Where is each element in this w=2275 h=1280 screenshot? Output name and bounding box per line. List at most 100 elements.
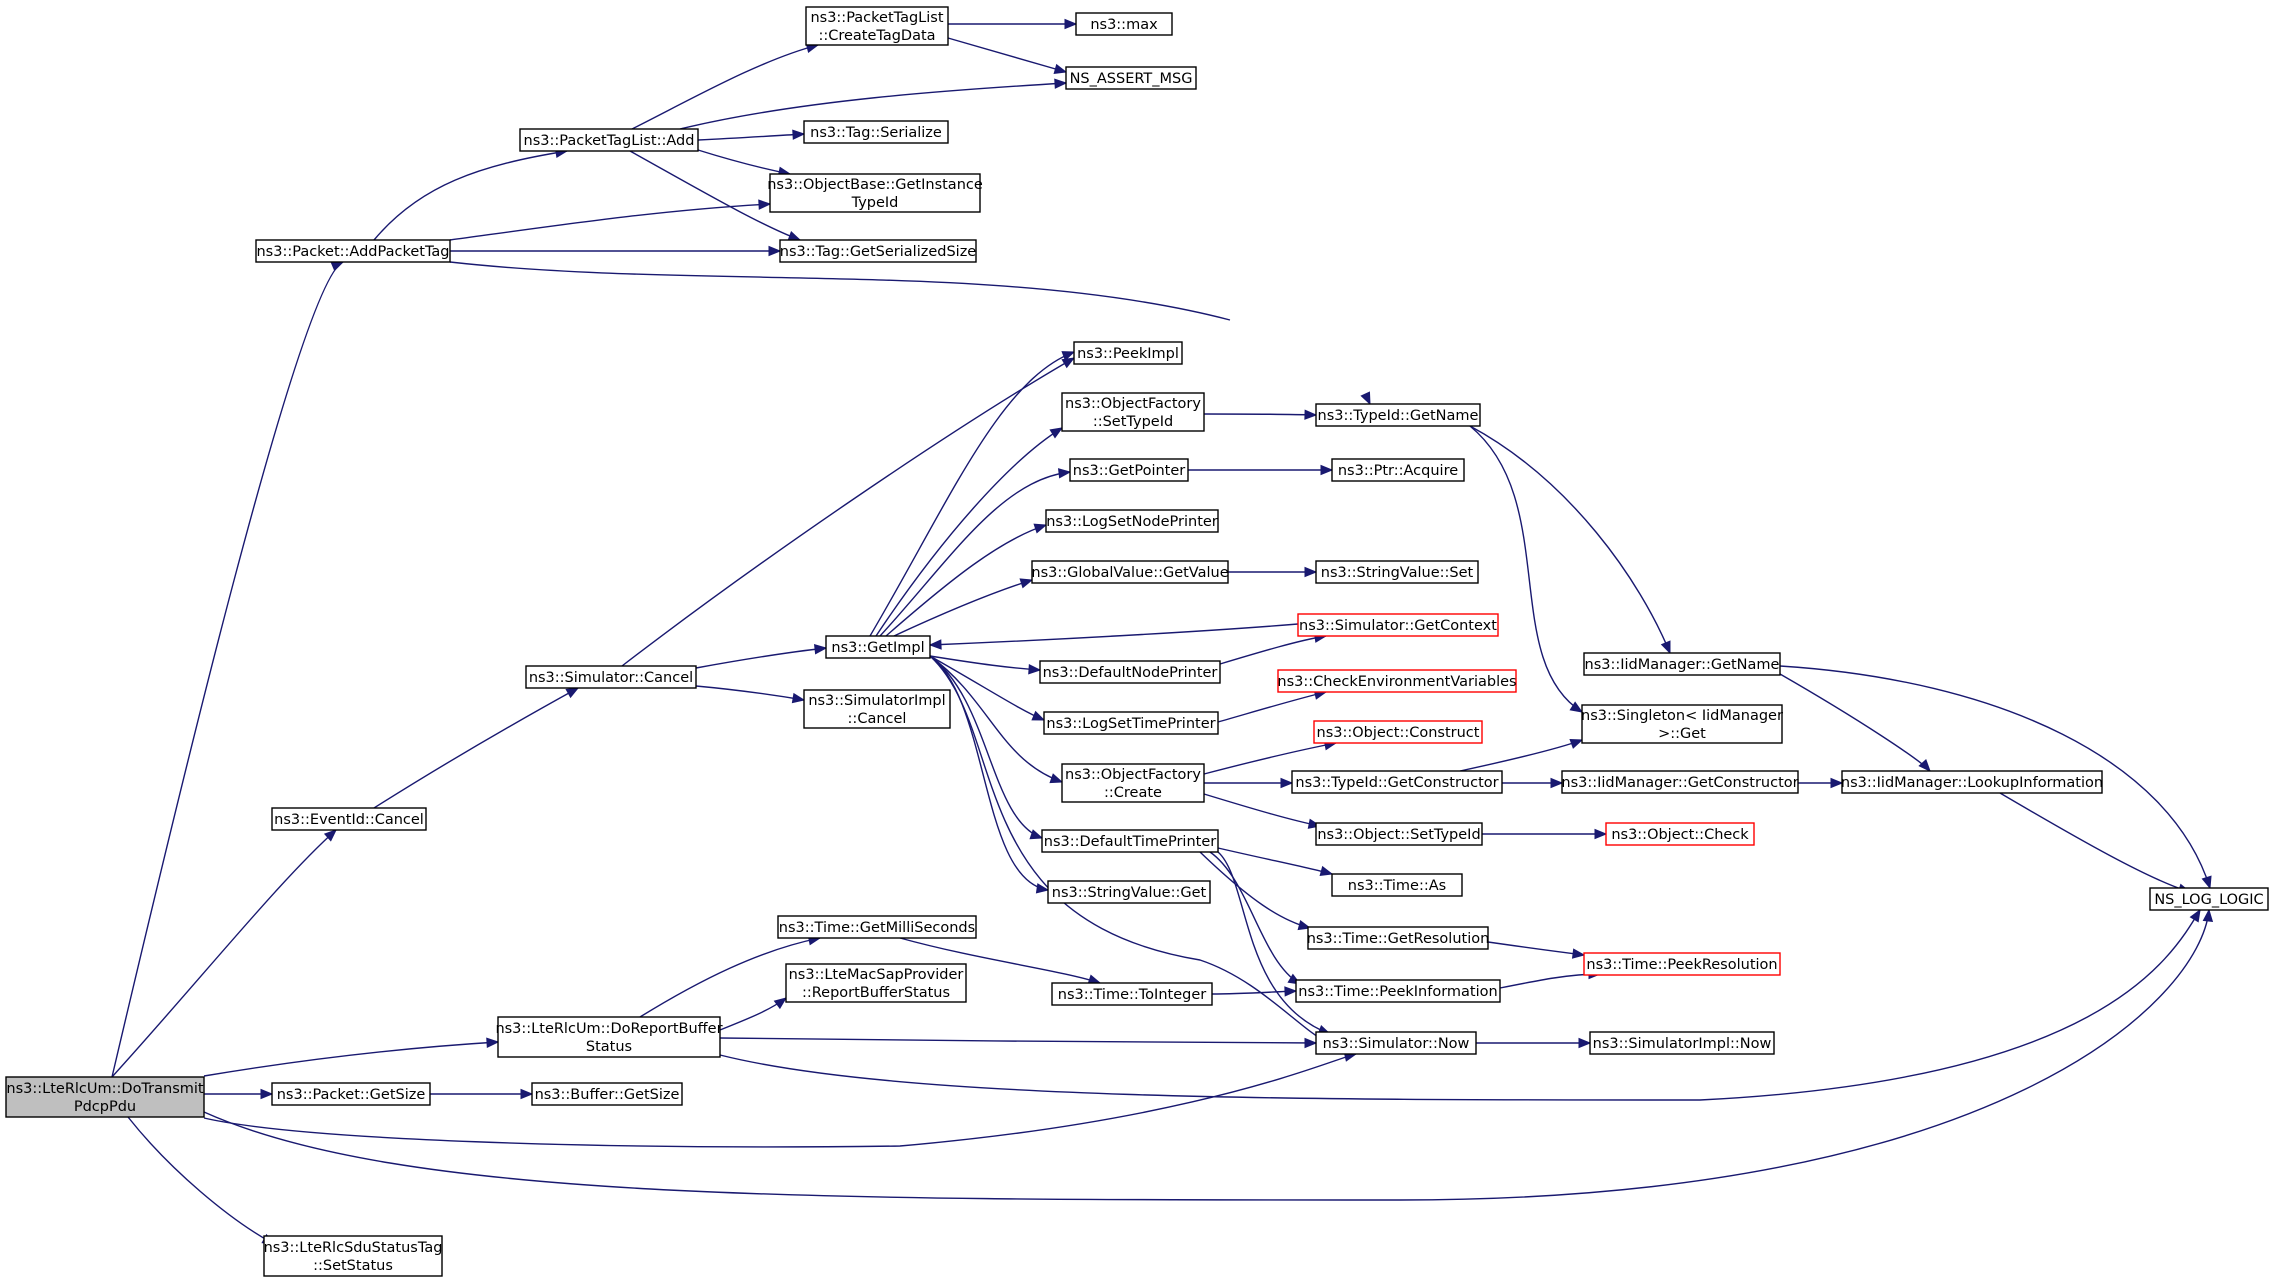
edge-line [449, 203, 771, 241]
arrowhead [1035, 883, 1050, 894]
edge-iidManagerGetName-to-nsLogLogic [1779, 665, 2212, 890]
edge-line [679, 82, 1067, 130]
node-box [803, 120, 949, 144]
node-getMilliSeconds[interactable]: ns3::Time::GetMilliSeconds [777, 915, 977, 939]
node-box [1841, 770, 2103, 794]
node-label: ns3::IidManager::GetName [1585, 657, 1780, 673]
node-getPointer[interactable]: ns3::GetPointer [1069, 458, 1189, 482]
node-packetGetSize[interactable]: ns3::Packet::GetSize [271, 1082, 431, 1106]
node-simulatorCancel[interactable]: ns3::Simulator::Cancel [525, 665, 697, 689]
node-checkEnvironmentVariables[interactable]: ns3::CheckEnvironmentVariables [1277, 669, 1517, 693]
edge-line [203, 1041, 499, 1077]
node-nsLogLogic[interactable]: NS_LOG_LOGIC [2149, 887, 2269, 911]
edge-line [127, 1116, 275, 1245]
edge-packetTagListAdd-to-createTagData [631, 42, 820, 130]
node-logSetTimePrinter[interactable]: ns3::LogSetTimePrinter [1043, 711, 1219, 735]
node-createTagData[interactable]: ns3::PacketTagList::CreateTagData [805, 6, 949, 46]
node-simulatorGetContext[interactable]: ns3::Simulator::GetContext [1297, 613, 1499, 637]
node-label: ns3::Time::GetResolution [1307, 931, 1490, 947]
node-timePeekResolution[interactable]: ns3::Time::PeekResolution [1583, 952, 1781, 976]
edge-line [695, 685, 805, 701]
node-iidManagerGetConstructor[interactable]: ns3::IidManager::GetConstructor [1561, 770, 1799, 794]
node-objectConstruct[interactable]: ns3::Object::Construct [1313, 720, 1483, 744]
edge-iidManagerGetConstructor-to-lookupInformation [1797, 777, 1844, 789]
node-typeIdGetName[interactable]: ns3::TypeId::GetName [1315, 403, 1481, 427]
node-box [525, 665, 697, 689]
node-tagSerialize[interactable]: ns3::Tag::Serialize [803, 120, 949, 144]
node-bufferGetSize[interactable]: ns3::Buffer::GetSize [531, 1082, 683, 1106]
arrowhead [1550, 777, 1564, 789]
node-globalValueGetValue[interactable]: ns3::GlobalValue::GetValue [1031, 560, 1229, 584]
node-objectFactoryCreate[interactable]: ns3::ObjectFactory::Create [1061, 763, 1205, 803]
node-box [519, 128, 699, 152]
node-timeToInteger[interactable]: ns3::Time::ToInteger [1051, 982, 1213, 1006]
edge-line [947, 37, 1067, 73]
node-simulatorNow[interactable]: ns3::Simulator::Now [1315, 1031, 1477, 1055]
node-reportBufferStatus[interactable]: ns3::LteMacSapProvider::ReportBufferStat… [785, 963, 967, 1003]
arrowhead [1297, 919, 1312, 931]
node-logSetNodePrinter[interactable]: ns3::LogSetNodePrinter [1045, 509, 1219, 533]
node-ptrAcquire[interactable]: ns3::Ptr::Acquire [1331, 458, 1465, 482]
edge-line [879, 471, 1071, 637]
node-stringValueSet[interactable]: ns3::StringValue::Set [1315, 560, 1479, 584]
node-simulatorImplCancel[interactable]: ns3::SimulatorImpl::Cancel [803, 689, 951, 729]
node-defaultTimePrinter[interactable]: ns3::DefaultTimePrinter [1041, 829, 1219, 853]
node-label: ns3::Buffer::GetSize [535, 1087, 680, 1103]
node-tagGetSerializedSize[interactable]: ns3::Tag::GetSerializedSize [779, 239, 977, 263]
node-addPacketTag[interactable]: ns3::Packet::AddPacketTag [255, 239, 451, 263]
edge-addPacketTag-to-packetTagListAdd [373, 147, 569, 241]
node-label: ns3::LteRlcSduStatusTag [264, 1240, 443, 1256]
edge-getImpl-to-logSetNodePrinter [885, 523, 1048, 637]
arrowhead [1578, 1037, 1592, 1049]
arrowhead [2189, 908, 2201, 923]
node-max[interactable]: ns3::max [1075, 12, 1173, 36]
node-label: NS_ASSERT_MSG [1070, 71, 1193, 87]
node-timeGetResolution[interactable]: ns3::Time::GetResolution [1307, 926, 1490, 950]
node-box [1073, 341, 1183, 365]
edge-getImpl-to-defaultTimePrinter [929, 655, 1044, 840]
node-lookupInformation[interactable]: ns3::IidManager::LookupInformation [1841, 770, 2103, 794]
arrowhead [1660, 640, 1671, 655]
node-label: TypeId [851, 195, 899, 211]
node-label: ns3::Ptr::Acquire [1338, 463, 1458, 479]
arrowhead [813, 644, 828, 655]
node-objectSetTypeId[interactable]: ns3::Object::SetTypeId [1315, 822, 1483, 846]
edge-createTagData-to-max [948, 18, 1078, 30]
node-label: ::ReportBufferStatus [802, 985, 950, 1001]
node-label: ns3::GetPointer [1073, 463, 1186, 479]
node-packetTagListAdd[interactable]: ns3::PacketTagList::Add [519, 128, 699, 152]
node-timeAs[interactable]: ns3::Time::As [1331, 873, 1463, 897]
edge-defaultTimePrinter-to-timeAs [1217, 847, 1334, 877]
node-iidManagerGetName[interactable]: ns3::IidManager::GetName [1583, 652, 1781, 676]
node-setStatus[interactable]: ns3::LteRlcSduStatusTag::SetStatus [263, 1235, 443, 1277]
node-objectFactorySetTypeId[interactable]: ns3::ObjectFactory::SetTypeId [1061, 392, 1205, 432]
node-peekImpl[interactable]: ns3::PeekImpl [1073, 341, 1183, 365]
node-box [825, 635, 931, 659]
node-singletonGet[interactable]: ns3::Singleton< IidManager >::Get [1581, 704, 1783, 744]
node-box [1297, 613, 1499, 637]
node-label: ns3::Packet::AddPacketTag [256, 244, 449, 260]
node-label: ns3::Tag::GetSerializedSize [780, 244, 977, 260]
node-stringValueGet[interactable]: ns3::StringValue::Get [1047, 880, 1211, 904]
node-eventIdCancel[interactable]: ns3::EventId::Cancel [271, 807, 427, 831]
arrowhead [1569, 739, 1584, 749]
node-defaultNodePrinter[interactable]: ns3::DefaultNodePrinter [1039, 660, 1221, 684]
node-nsAssertMsg[interactable]: NS_ASSERT_MSG [1065, 66, 1197, 90]
node-getImpl[interactable]: ns3::GetImpl [825, 635, 931, 659]
node-label: ns3::EventId::Cancel [274, 812, 424, 828]
node-objectCheck[interactable]: ns3::Object::Check [1605, 822, 1755, 846]
node-box [2149, 887, 2269, 911]
edge-line [1217, 847, 1333, 875]
arrowhead [1031, 710, 1046, 721]
arrowhead [2202, 908, 2214, 922]
node-simulatorImplNow[interactable]: ns3::SimulatorImpl::Now [1589, 1031, 1775, 1055]
node-label: ns3::StringValue::Get [1052, 885, 1207, 901]
node-typeIdGetConstructor[interactable]: ns3::TypeId::GetConstructor [1291, 770, 1503, 794]
arrowhead [323, 829, 337, 842]
node-timePeekInformation[interactable]: ns3::Time::PeekInformation [1295, 979, 1501, 1003]
node-label: ns3::GetImpl [831, 640, 924, 656]
